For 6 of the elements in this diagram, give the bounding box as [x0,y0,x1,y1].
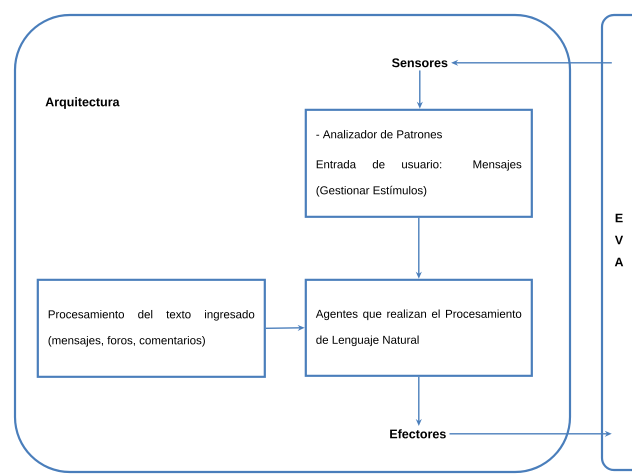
process-box: Agentes que realizan el Procesamiento de Lenguaje Natural [304,278,533,377]
process-box: - Analizador de Patrones Entrada de usuario: Mensajes (Gestionar Estímulos) [304,108,533,218]
label-text: Sensores [392,58,448,68]
process-box: Procesamiento del texto ingresado (mensajes, foros, comentarios) [36,278,266,378]
environment-panel: E V A [600,14,632,472]
label-text: Efectores [390,429,446,438]
